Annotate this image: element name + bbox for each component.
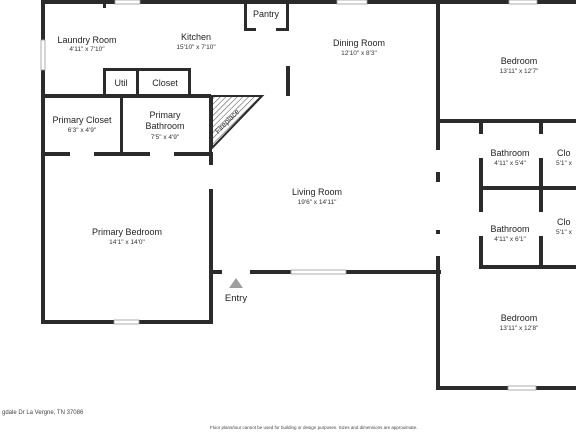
primary-bedroom-name: Primary Bedroom xyxy=(92,227,162,237)
door-bedroom-top xyxy=(436,150,440,172)
wall-pantry-bottom-a xyxy=(244,28,256,31)
bedroom-top-dims: 13'11" x 12'7" xyxy=(500,68,539,75)
wall-central-upper xyxy=(436,0,440,182)
fireplace: Fireplace xyxy=(211,95,265,151)
laundry-room-dims: 4'11" x 7'10" xyxy=(69,46,105,53)
wall-closet-bath xyxy=(120,96,123,154)
wall-primary-bed-right xyxy=(209,152,213,324)
footer-address: gdale Dr La Vergne, TN 37086 xyxy=(2,410,84,416)
wall-closet-right xyxy=(188,68,191,98)
dining-room-dims: 12'10" x 8'3" xyxy=(341,50,377,57)
wall-pantry-right xyxy=(286,4,289,30)
bedroom-bottom-dims: 13'11" x 12'8" xyxy=(500,325,539,332)
door-bedroom-bottom xyxy=(436,234,440,256)
wall-outer-left xyxy=(41,0,45,324)
window-dining xyxy=(336,0,368,5)
door-primary-bath xyxy=(150,152,174,156)
wall-bath-closet xyxy=(539,119,543,269)
window-living xyxy=(290,269,347,275)
wall-util-top xyxy=(103,68,191,71)
door-bathroom2 xyxy=(479,212,483,236)
dining-room-name: Dining Room xyxy=(333,38,385,48)
door-primary-bed xyxy=(209,165,213,189)
primary-bath-dims: 7'5" x 4'9" xyxy=(151,134,180,141)
living-room-dims: 19'6" x 14'11" xyxy=(298,199,337,206)
wall-closet-bottom xyxy=(41,152,213,156)
entry-arrow-icon xyxy=(229,278,243,288)
util-name: Util xyxy=(115,78,128,88)
window-bedroom-bottom xyxy=(507,385,537,391)
window-kitchen xyxy=(114,0,141,5)
window-bedroom-top xyxy=(508,0,538,5)
door-closet2 xyxy=(539,212,543,236)
bathroom2-dims: 4'11" x 6'1" xyxy=(494,236,526,243)
door-primary-closet xyxy=(70,152,94,156)
kitchen-name: Kitchen xyxy=(181,32,211,42)
wall-laundry-kitchen xyxy=(103,0,106,8)
footer-disclaimer: Floor plans/tour cannot be used for buil… xyxy=(210,425,418,430)
wall-pantry-left xyxy=(244,4,247,30)
bedroom-bottom-name: Bedroom xyxy=(501,313,538,323)
windows xyxy=(40,0,538,391)
entry-label: Entry xyxy=(225,293,247,304)
bathroom2-name: Bathroom xyxy=(490,224,529,234)
door-entry xyxy=(222,270,250,274)
wall-util-left xyxy=(103,68,106,98)
wall-outer-bottom-right xyxy=(436,386,576,390)
wall-bath-mid xyxy=(479,186,576,190)
wall-outer-top xyxy=(41,0,576,4)
fireplace-hatch xyxy=(211,95,265,151)
window-laundry xyxy=(40,39,46,71)
primary-bath-name-2: Bathroom xyxy=(145,121,184,131)
wall-pantry-bottom-b xyxy=(276,28,289,31)
door-gaps xyxy=(70,134,543,274)
closet-name: Closet xyxy=(152,78,178,88)
bedroom-top-name: Bedroom xyxy=(501,56,538,66)
door-bathroom1 xyxy=(479,134,483,158)
bathroom1-dims: 4'11" x 5'4" xyxy=(494,160,526,167)
room-labels: Laundry Room 4'11" x 7'10" Kitchen 15'10… xyxy=(52,9,572,332)
wall-bath-left xyxy=(479,119,483,269)
primary-bedroom-dims: 14'1" x 14'0" xyxy=(109,239,145,246)
closet-r1-dims: 5'1" x xyxy=(556,160,573,167)
primary-closet-name: Primary Closet xyxy=(52,115,112,125)
wall-central-lower xyxy=(436,230,440,390)
primary-bath-name-1: Primary xyxy=(150,110,181,120)
laundry-room-name: Laundry Room xyxy=(57,35,116,45)
closet-r2-name: Clo xyxy=(557,217,571,227)
wall-dining-stub xyxy=(286,66,290,96)
living-room-name: Living Room xyxy=(292,187,342,197)
door-closet1 xyxy=(539,134,543,158)
hall-opening xyxy=(440,150,480,151)
kitchen-dims: 15'10" x 7'10" xyxy=(176,44,216,51)
wall-bedroom-top-bottom xyxy=(436,119,576,123)
wall-kitchen-bottom xyxy=(41,94,211,98)
closet-r1-name: Clo xyxy=(557,148,571,158)
bathroom1-name: Bathroom xyxy=(490,148,529,158)
primary-closet-dims: 6'3" x 4'9" xyxy=(68,127,97,134)
window-primary-bed xyxy=(113,319,140,325)
wall-util-closet xyxy=(136,68,139,98)
pantry-name: Pantry xyxy=(253,9,280,19)
wall-bath-right xyxy=(209,96,212,154)
wall-bath-bottom xyxy=(479,265,576,269)
closet-r2-dims: 5'1" x xyxy=(556,229,573,236)
